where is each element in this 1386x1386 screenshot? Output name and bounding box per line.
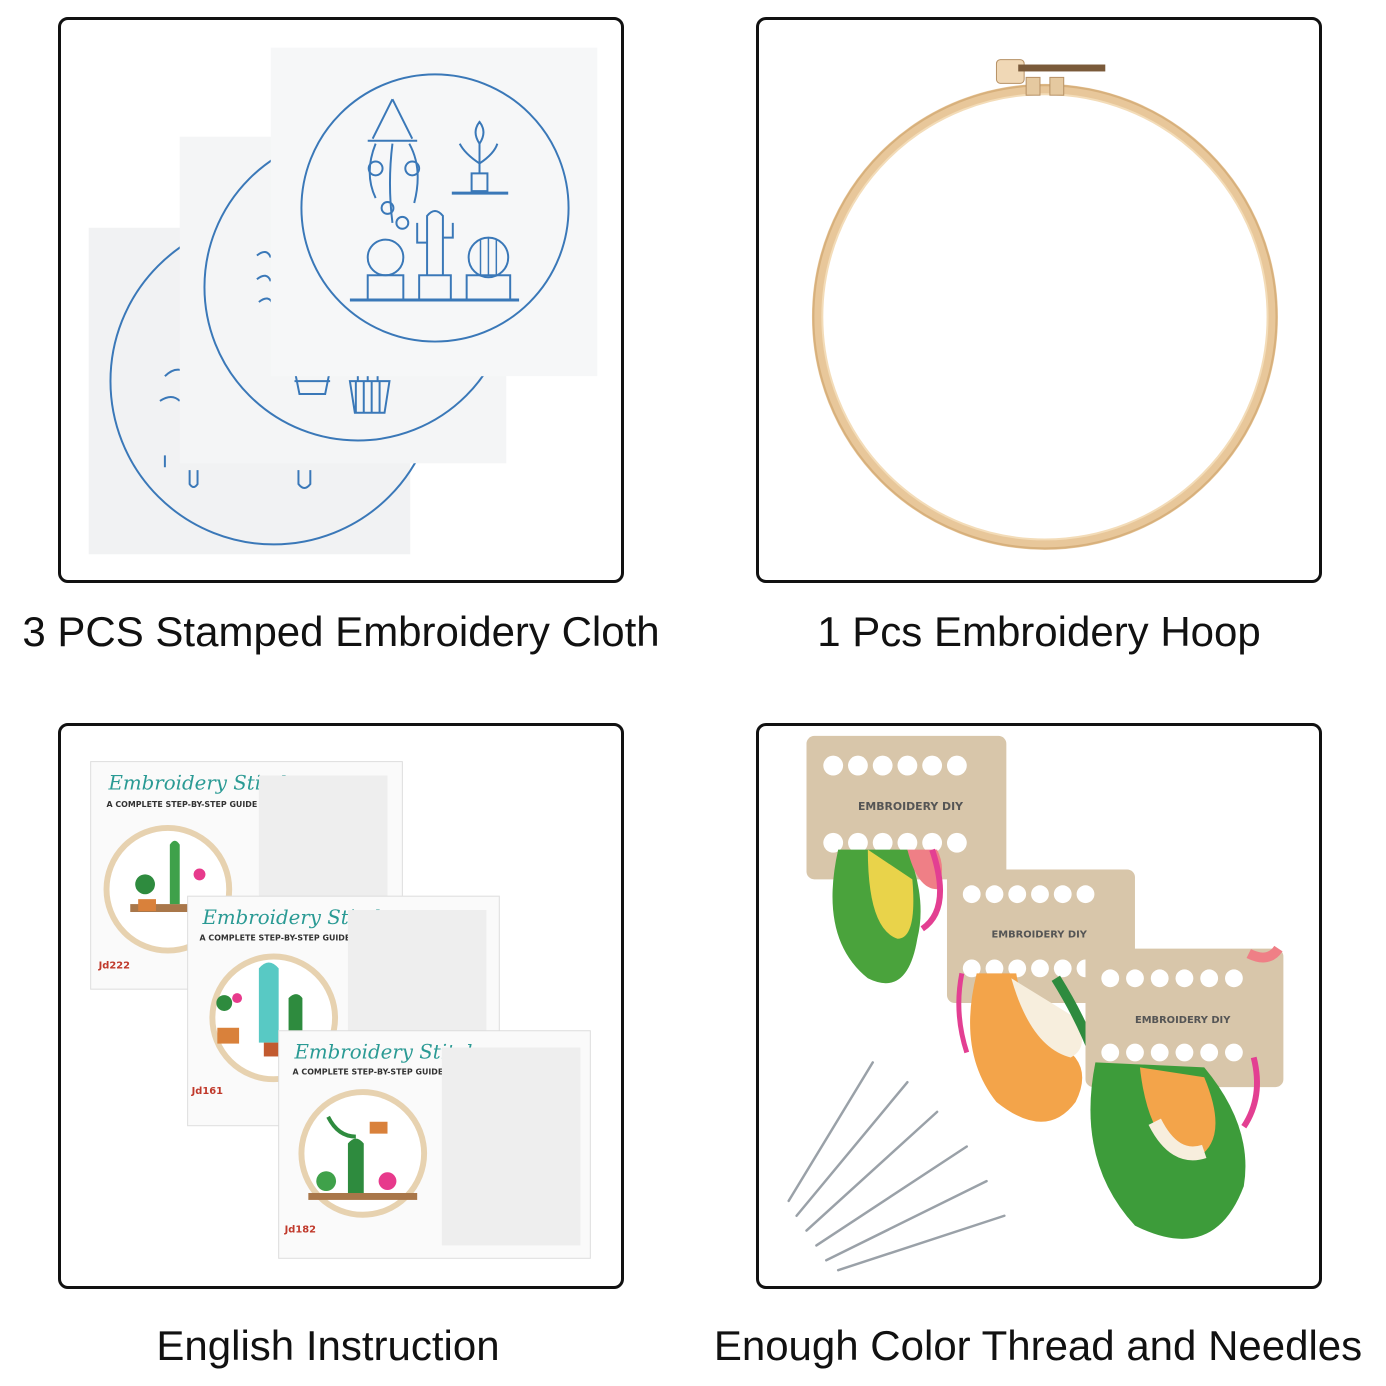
stamped-cloth-illustration	[88, 47, 598, 555]
sheet-3-code: Jd182	[284, 1225, 316, 1236]
needles	[787, 1061, 1006, 1272]
thread-card-1: EMBROIDERY DIY	[806, 735, 1007, 984]
sheet-1-code: Jd222	[98, 960, 130, 971]
thread-card-1-brand: EMBROIDERY DIY	[858, 800, 963, 813]
embroidery-hoop-illustration	[811, 59, 1278, 550]
thread-card-2-brand: EMBROIDERY DIY	[992, 930, 1088, 941]
instruction-sheet-3: Embroidery Stitches A COMPLETE STEP-BY-S…	[278, 1030, 591, 1259]
sheet-1-subtitle: A COMPLETE STEP-BY-STEP GUIDE	[107, 800, 258, 809]
panel-thread-and-needles: EMBROIDERY DIY EMBROIDERY DIY	[756, 723, 1322, 1289]
thread-card-3-brand: EMBROIDERY DIY	[1135, 1015, 1231, 1026]
caption-embroidery-hoop: 1 Pcs Embroidery Hoop	[817, 608, 1261, 655]
caption-thread-and-needles: Enough Color Thread and Needles	[713, 1322, 1363, 1369]
panel-english-instruction: Embroidery Stitches A COMPLETE STEP-BY-S…	[58, 723, 624, 1289]
panel-stamped-cloth	[58, 17, 624, 583]
caption-stamped-cloth: 3 PCS Stamped Embroidery Cloth	[22, 608, 660, 655]
sheet-2-code: Jd161	[191, 1086, 223, 1097]
panel-embroidery-hoop	[756, 17, 1322, 583]
sheet-2-subtitle: A COMPLETE STEP-BY-STEP GUIDE	[200, 934, 351, 943]
instruction-sheets-illustration: Embroidery Stitches A COMPLETE STEP-BY-S…	[90, 761, 591, 1259]
caption-english-instruction: English Instruction	[156, 1322, 500, 1369]
sheet-3-subtitle: A COMPLETE STEP-BY-STEP GUIDE	[293, 1067, 444, 1076]
thread-needles-illustration: EMBROIDERY DIY EMBROIDERY DIY	[787, 735, 1284, 1272]
thread-card-3: EMBROIDERY DIY	[1085, 945, 1284, 1239]
thread-card-2: EMBROIDERY DIY	[946, 869, 1135, 1122]
